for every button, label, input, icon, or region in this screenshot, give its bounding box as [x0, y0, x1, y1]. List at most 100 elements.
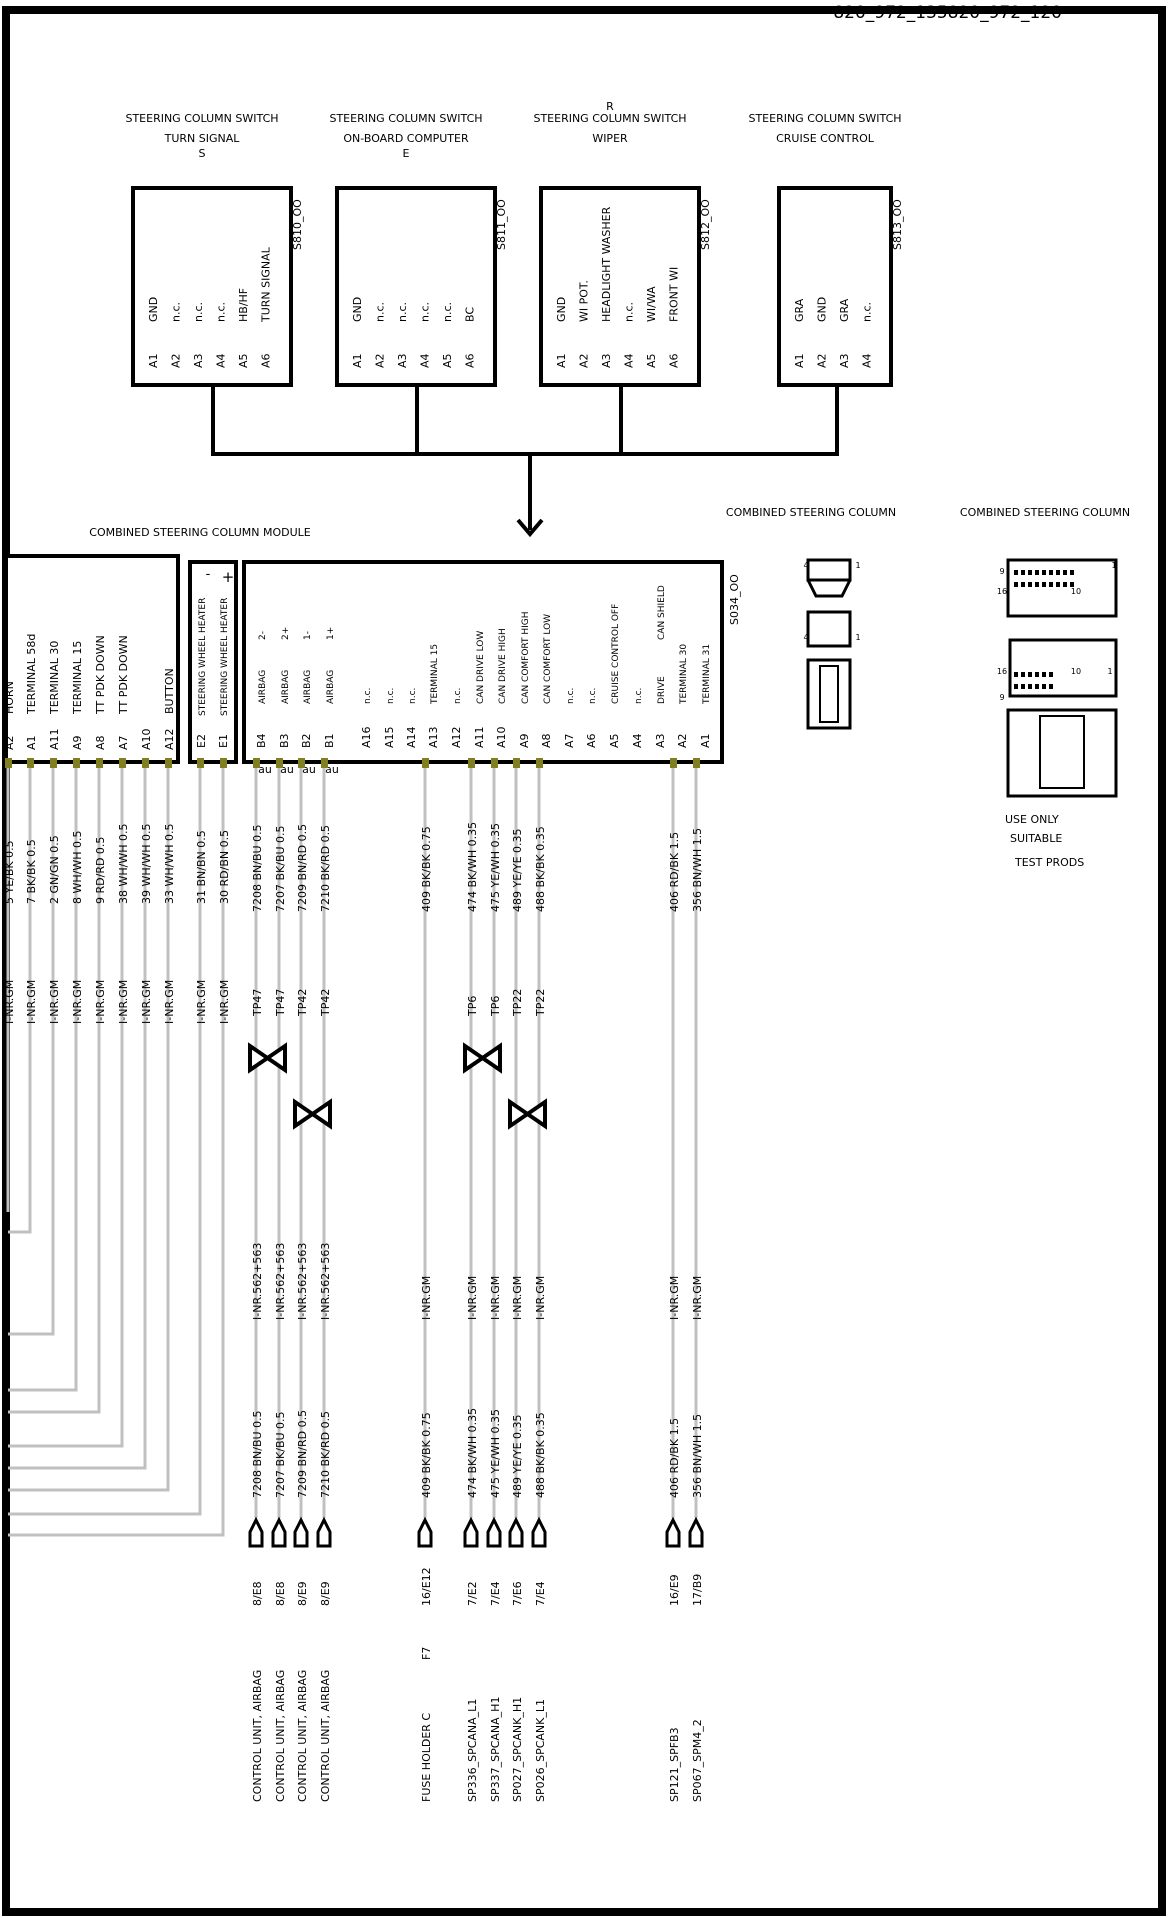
pin-number: B3 — [278, 733, 291, 748]
pin-number: A1 — [699, 733, 712, 748]
pin-signal: GND — [816, 297, 829, 322]
minus-sign: - — [206, 567, 211, 582]
pin-signal: GND — [351, 297, 364, 322]
wire-code: I-NR.GM — [466, 1276, 479, 1320]
au-label: au — [280, 763, 294, 776]
pin-signal: n.c. — [623, 302, 636, 322]
twist-shape — [508, 1098, 547, 1130]
au-label: au — [302, 763, 316, 776]
pin-signal: TERMINAL 15 — [71, 641, 84, 715]
pin-number: A14 — [405, 726, 418, 748]
page-reference: 8/E9 — [296, 1581, 309, 1606]
connector-pin-number: 9 — [999, 693, 1004, 702]
wire-label: 31 BN/BN 0.5 — [195, 830, 208, 904]
connector-body — [1039, 715, 1085, 789]
wire-label: 33 WH/WH 0.5 — [163, 824, 176, 905]
connector-pin-hole — [1021, 684, 1025, 689]
connector-pin-number: 10 — [1071, 667, 1081, 676]
pin-number: A10 — [140, 728, 153, 750]
pin-number: A2 — [3, 735, 16, 750]
pin-number: A1 — [25, 735, 38, 750]
connector-pin-number: 16 — [997, 667, 1007, 676]
connector-body — [1006, 708, 1118, 798]
wire-label: 475 YE/WH 0.35 — [489, 823, 502, 912]
connector-face — [806, 558, 852, 582]
pin-number: A7 — [563, 733, 576, 748]
switch-tag: E — [403, 147, 410, 160]
pin-signal: n.c. — [170, 302, 183, 322]
switch-box — [777, 186, 893, 387]
destination-label: SP336_SPCANA_L1 — [466, 1699, 479, 1802]
pin-signal: CAN COMFORT LOW — [543, 614, 553, 704]
pin-number: A5 — [645, 353, 658, 368]
test-point-label: TP42 — [319, 989, 332, 1017]
pin-marker — [142, 758, 149, 768]
pin-number: A6 — [585, 733, 598, 748]
destination-label: SP337_SPCANA_H1 — [489, 1697, 502, 1802]
pin-number: A1 — [793, 353, 806, 368]
pin-number: A2 — [170, 353, 183, 368]
pin-marker — [96, 758, 103, 768]
twisted-pair-icon — [293, 1098, 332, 1130]
pin-number: A10 — [495, 726, 508, 748]
wire-label: 30 RD/BN 0.5 — [218, 830, 231, 904]
connector-pin-icon — [665, 1516, 681, 1548]
wire-left — [8, 762, 101, 1414]
pin-number: A2 — [816, 353, 829, 368]
pin-number: A6 — [668, 353, 681, 368]
pin-signal: n.c. — [396, 302, 409, 322]
pin-signal: TURN SIGNAL — [260, 246, 273, 323]
connector-pin-icon — [316, 1516, 332, 1548]
wire-label: 5 YE/BK 0.5 — [3, 840, 16, 904]
wire-code: I-NR.GM — [94, 980, 107, 1024]
pin-signal: n.c. — [566, 688, 576, 704]
pin-number: A2 — [374, 353, 387, 368]
pin-number: A6 — [464, 353, 477, 368]
connector-pin-number: 10 — [1071, 587, 1081, 596]
destination-label: CONTROL UNIT, AIRBAG — [274, 1670, 287, 1802]
test-point-label: TP47 — [274, 989, 287, 1017]
destination-label: CONTROL UNIT, AIRBAG — [296, 1670, 309, 1802]
destination-label: FUSE HOLDER C — [420, 1713, 433, 1802]
connector-pin-icon — [531, 1516, 547, 1548]
page-reference: 7/E2 — [466, 1581, 479, 1606]
twist-shape — [293, 1098, 332, 1130]
pin-marker — [73, 758, 80, 768]
pin-signal: DRIVE — [657, 676, 667, 704]
test-point-label: TP6 — [489, 996, 502, 1017]
wire-code: I-NR.GM — [511, 1276, 524, 1320]
pin-signal: TT PDK DOWN — [117, 635, 130, 715]
pin-marker — [253, 758, 260, 768]
connector-pin-hole — [1063, 570, 1067, 575]
connector-pin-icon — [688, 1516, 704, 1548]
wire-label: 409 BK/BK 0.75 — [420, 1412, 433, 1498]
pin-number: A4 — [419, 353, 432, 368]
wire-label: 7208 BN/BU 0.5 — [251, 824, 264, 912]
pin-number: A1 — [147, 353, 160, 368]
switch-subtitle: ON-BOARD COMPUTER — [343, 132, 469, 145]
pin-signal: TT PDK DOWN — [94, 635, 107, 715]
connector-pin-hole — [1063, 582, 1067, 587]
wire-label: 7207 BK/BU 0.5 — [274, 1411, 287, 1498]
pin-marker — [491, 758, 498, 768]
pin-signal: GRA — [838, 298, 851, 322]
wire-left — [8, 762, 225, 1537]
wire-code: I-NR.GM — [71, 980, 84, 1024]
wire-code: I-NR.562+563 — [296, 1243, 309, 1320]
connector-pin-hole — [1035, 672, 1039, 677]
pin-signal: CRUISE CONTROL OFF — [611, 604, 621, 704]
pin-number: A3 — [396, 353, 409, 368]
connector-pin-hole — [1014, 582, 1018, 587]
pin-signal: GRA — [793, 298, 806, 322]
pin-number: A13 — [427, 726, 440, 748]
module-heater-block — [188, 560, 238, 764]
pin-number: A2 — [676, 733, 689, 748]
page-frame — [2, 6, 1166, 1916]
pin-number: A3 — [192, 353, 205, 368]
page-reference: 7/E4 — [534, 1581, 547, 1606]
pin-marker — [27, 758, 34, 768]
pin-number: B4 — [255, 733, 268, 748]
twist-shape — [463, 1042, 502, 1074]
pin-signal: AIRBAG — [326, 670, 336, 704]
connector-body — [806, 658, 852, 730]
